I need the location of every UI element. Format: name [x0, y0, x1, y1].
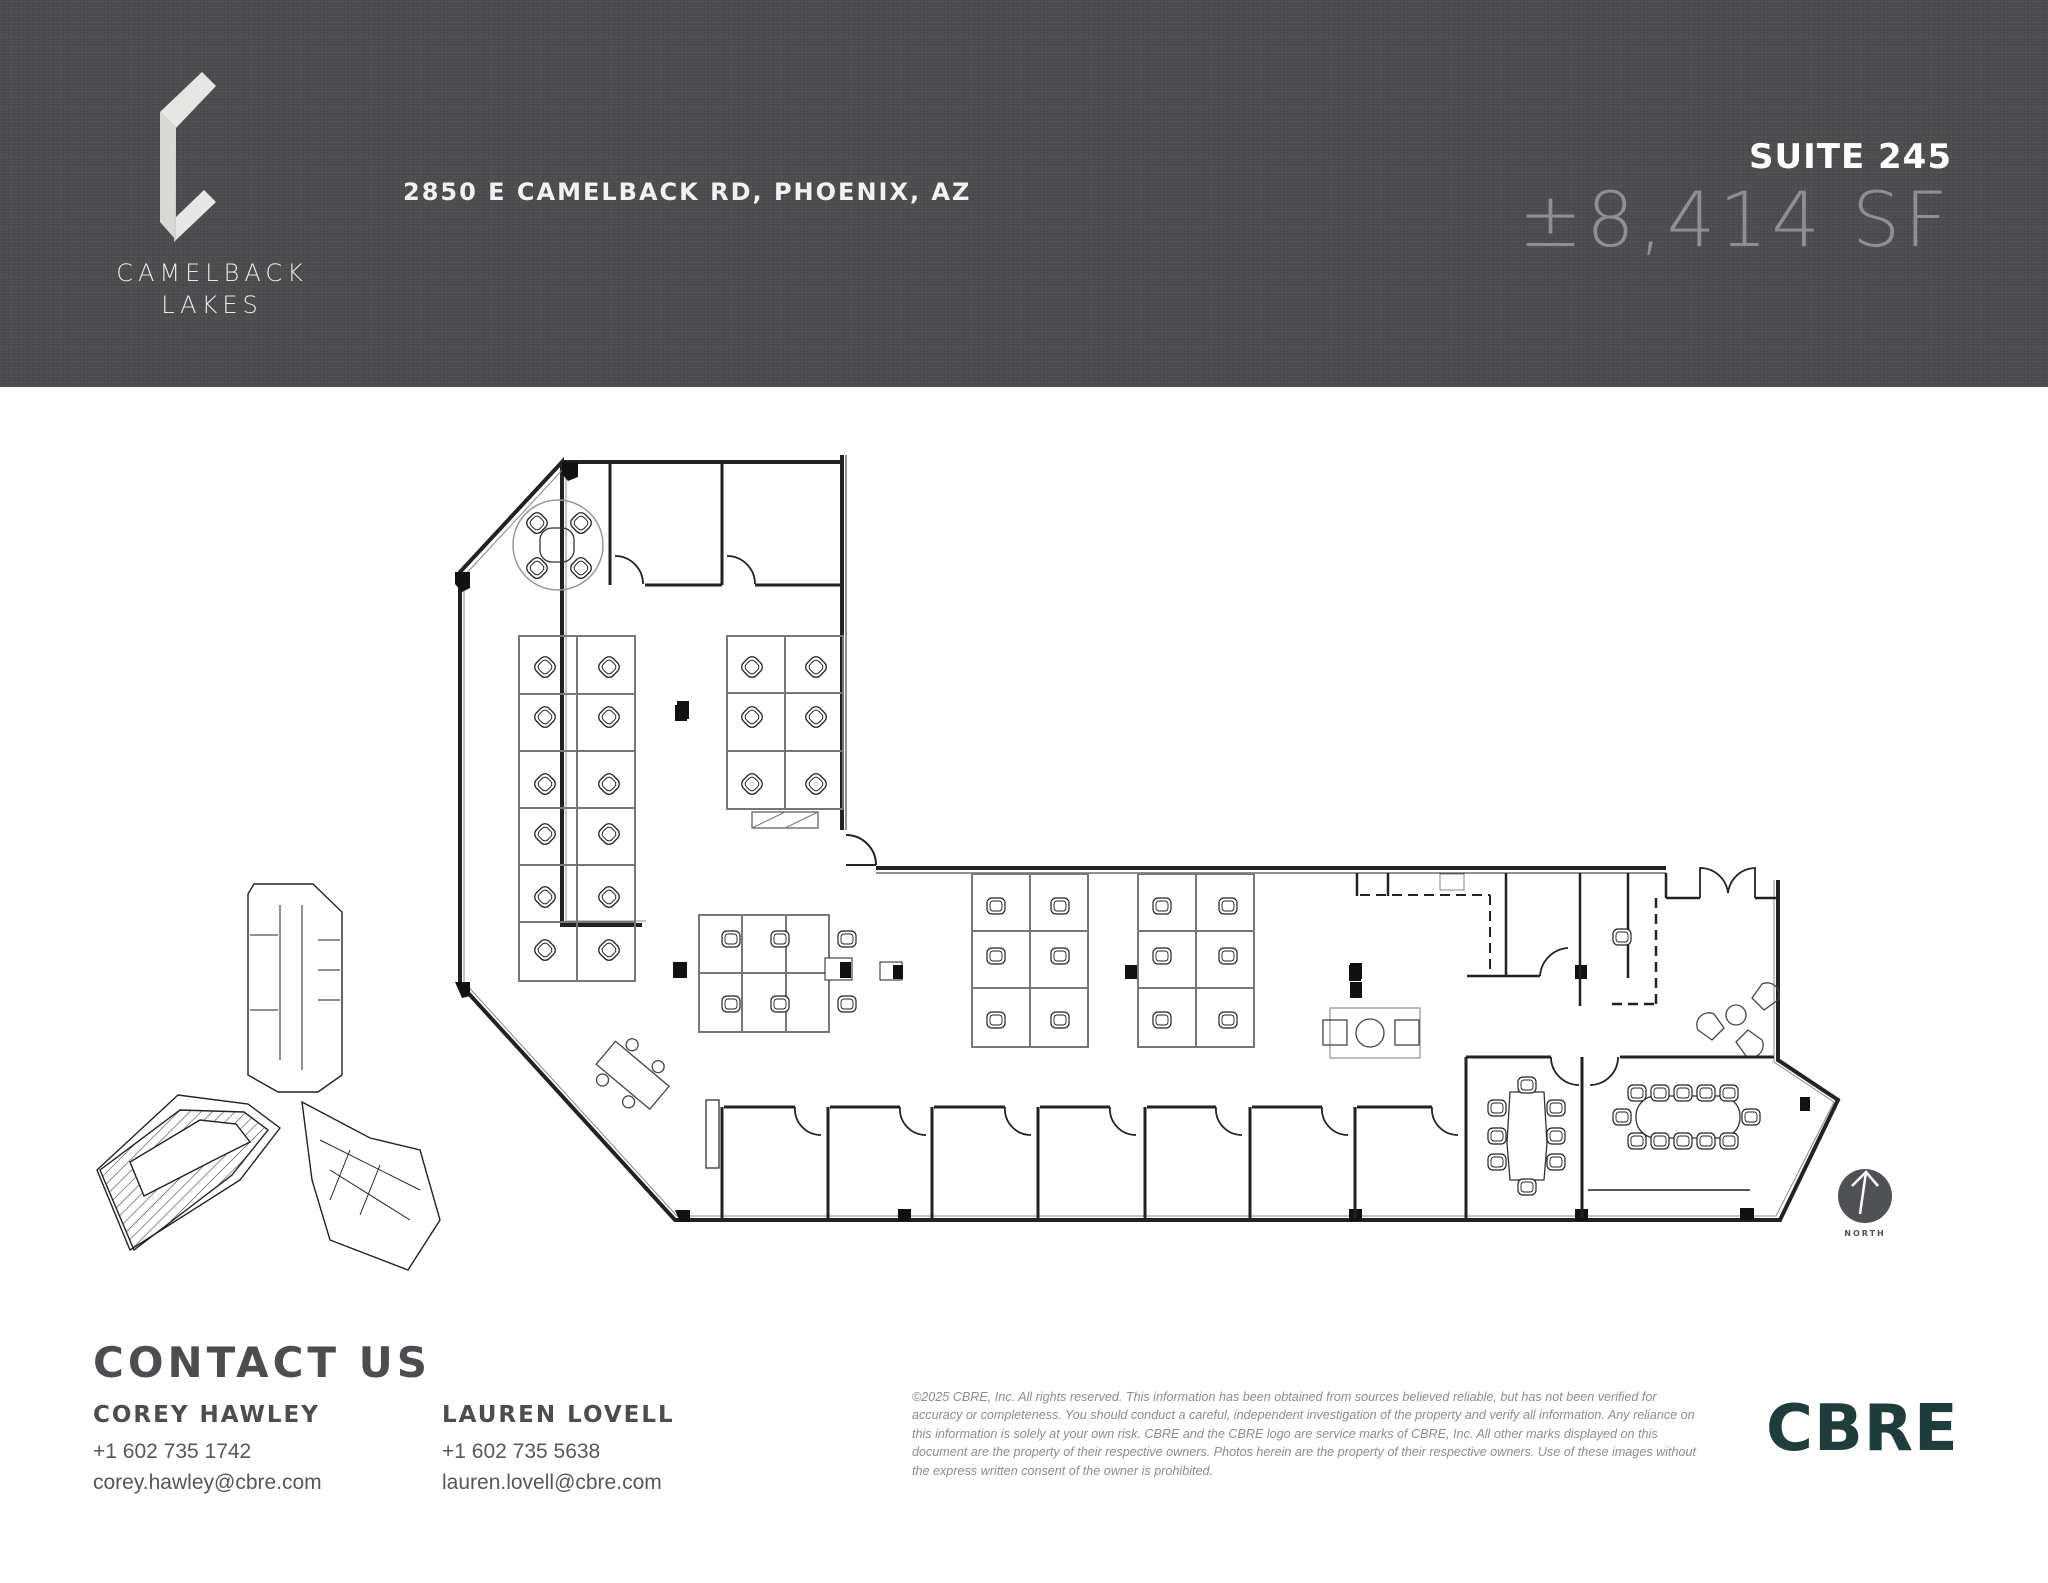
contact-card-corey-hawley: COREY HAWLEY +1 602 735 1742 corey.hawle… [93, 1402, 322, 1498]
reception-chair [1612, 928, 1632, 946]
kitchen-storage [1355, 867, 1778, 1006]
workstations-cluster-e [1137, 873, 1255, 1048]
contact-title: CONTACT US [93, 1338, 432, 1387]
columns [455, 462, 1810, 1222]
printer [677, 701, 689, 719]
workstation-chairs-de [986, 897, 1238, 1029]
contact-email[interactable]: corey.hawley@cbre.com [93, 1471, 322, 1494]
square-footage: ±8,414 SF [1518, 175, 1952, 264]
private-offices-north [608, 462, 842, 587]
lounge-seating [1322, 982, 1421, 1059]
property-address: 2850 E CAMELBACK RD, PHOENIX, AZ [403, 178, 972, 206]
suite-number: SUITE 245 [1749, 137, 1952, 177]
conference-table-8 [1487, 1076, 1566, 1196]
workstations-cluster-b [726, 635, 844, 829]
legal-disclaimer: ©2025 CBRE, Inc. All rights reserved. Th… [912, 1390, 1697, 1478]
contact-phone[interactable]: +1 602 735 1742 [93, 1440, 252, 1463]
brand-line-2: LAKES [161, 291, 263, 319]
floor-plan: NORTH [96, 455, 1892, 1271]
conference-rooms [1464, 1055, 1774, 1218]
contact-email[interactable]: lauren.lovell@cbre.com [442, 1471, 662, 1494]
header-band: CAMELBACK LAKES 2850 E CAMELBACK RD, PHO… [0, 0, 2048, 387]
conference-table-12 [1612, 1084, 1761, 1150]
north-label: NORTH [1844, 1229, 1885, 1238]
workstations-cluster-a [518, 635, 636, 982]
cbre-logo: CBRE [1766, 1392, 1959, 1466]
suite-outline [458, 455, 1841, 1222]
contact-card-lauren-lovell: LAUREN LOVELL +1 602 735 5638 lauren.lov… [442, 1402, 675, 1498]
round-table-lounge [512, 499, 604, 591]
contact-name: COREY HAWLEY [93, 1402, 320, 1428]
key-plan-building [96, 883, 441, 1271]
brand-logo-text: CAMELBACK LAKES [82, 257, 342, 321]
north-arrow-icon [1838, 1169, 1892, 1223]
contact-name: LAUREN LOVELL [442, 1402, 675, 1428]
camelback-c-logo-icon [160, 72, 216, 242]
bench-desk [595, 1038, 671, 1111]
workstations-cluster-c [698, 914, 830, 1033]
brand-line-1: CAMELBACK [116, 259, 308, 287]
contact-phone[interactable]: +1 602 735 5638 [442, 1440, 601, 1463]
lounge-trio [1696, 982, 1780, 1058]
workstations-cluster-d [971, 873, 1089, 1048]
private-offices-south [705, 1099, 1459, 1218]
